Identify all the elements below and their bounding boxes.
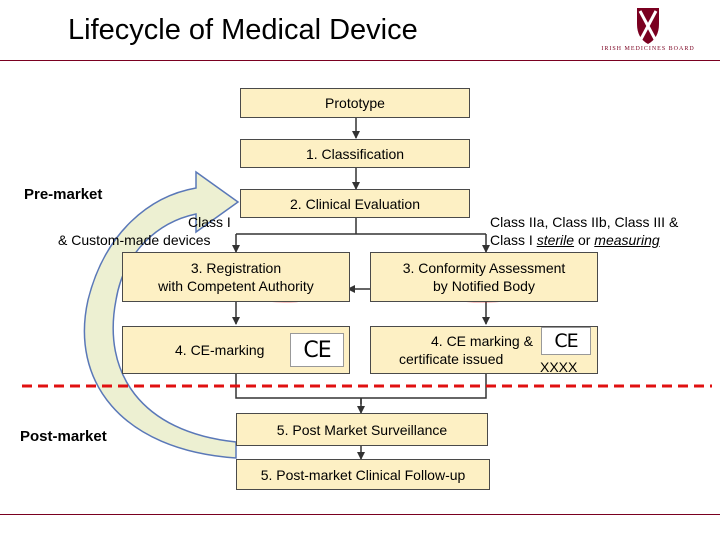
class-ii-label: Class IIa, Class IIb, Class III & bbox=[490, 214, 679, 230]
clinical-evaluation-label: 2. Clinical Evaluation bbox=[290, 195, 420, 212]
ce-mark-icon-notified: CE bbox=[541, 327, 591, 355]
surveillance-label: 5. Post Market Surveillance bbox=[276, 421, 448, 438]
class-i-label: Class I bbox=[188, 214, 231, 230]
clinical-evaluation-box: 2. Clinical Evaluation bbox=[240, 189, 470, 218]
measuring-text: measuring bbox=[594, 232, 660, 248]
classification-label: 1. Classification bbox=[305, 145, 405, 162]
shield-icon bbox=[637, 8, 659, 44]
ce-cert-line1: 4. CE marking & bbox=[431, 333, 533, 349]
or-text: or bbox=[577, 232, 591, 248]
registration-box: 3. Registration with Competent Authority bbox=[122, 252, 350, 302]
class-i-prefix: Class I bbox=[490, 232, 533, 248]
post-market-label: Post-market bbox=[20, 428, 107, 445]
class-i-sterile-measuring-label: Class I sterile or measuring bbox=[490, 231, 660, 249]
sterile-text: sterile bbox=[536, 232, 575, 248]
bottom-divider bbox=[0, 514, 720, 515]
registration-line2: with Competent Authority bbox=[158, 278, 314, 294]
page-title: Lifecycle of Medical Device bbox=[68, 14, 418, 46]
ce-marking-label: 4. CE-marking bbox=[175, 342, 265, 358]
classification-box: 1. Classification bbox=[240, 139, 470, 168]
ce-cert-line2: certificate issued bbox=[399, 351, 504, 367]
branch-lines bbox=[236, 218, 486, 235]
logo: IRISH MEDICINES BOARD bbox=[588, 2, 708, 58]
pre-market-label: Pre-market bbox=[24, 186, 103, 203]
notified-body-number: XXXX bbox=[540, 359, 578, 375]
conformity-line1: 3. Conformity Assessment bbox=[402, 260, 566, 276]
class-i-custom-label: & Custom-made devices bbox=[58, 232, 211, 248]
prototype-label: Prototype bbox=[325, 95, 385, 111]
title-divider bbox=[0, 60, 720, 61]
post-market-follow-up-box: 5. Post-market Clinical Follow-up bbox=[236, 459, 490, 490]
follow-up-label: 5. Post-market Clinical Follow-up bbox=[260, 466, 466, 483]
logo-text: IRISH MEDICINES BOARD bbox=[601, 46, 695, 52]
prototype-box: Prototype bbox=[240, 88, 470, 118]
conformity-line2: by Notified Body bbox=[433, 278, 535, 294]
ce-mark-icon: CE bbox=[290, 333, 344, 367]
conformity-assessment-box: 3. Conformity Assessment by Notified Bod… bbox=[370, 252, 598, 302]
post-market-surveillance-box: 5. Post Market Surveillance bbox=[236, 413, 488, 446]
registration-line1: 3. Registration bbox=[190, 260, 282, 276]
